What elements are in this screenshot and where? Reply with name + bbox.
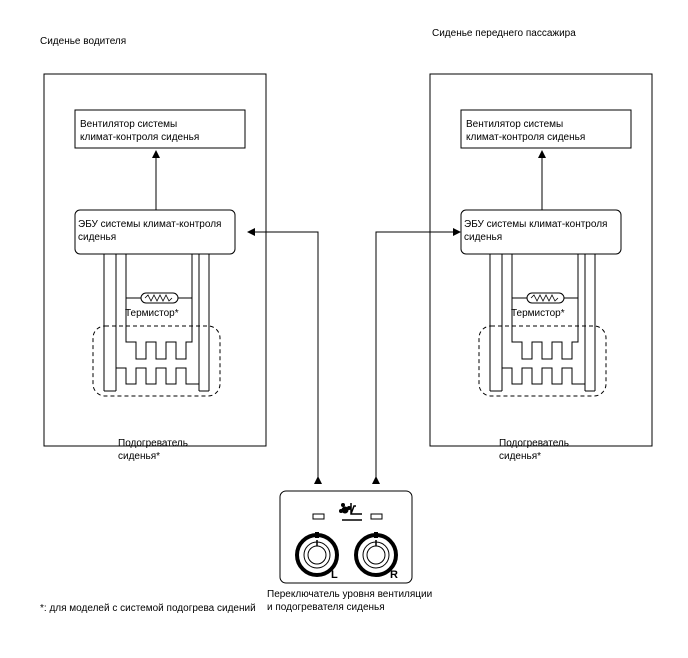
driver-heater-label: Подогреватель сиденья* — [118, 438, 188, 462]
switch-caption: Переключатель уровня вентиляции и подогр… — [267, 589, 433, 613]
driver-seat-title: Сиденье водителя — [40, 36, 127, 47]
passenger-thermistor-label: Термистор* — [511, 308, 565, 319]
driver-fan-label: Вентилятор системы климат-контроля сиден… — [80, 119, 200, 143]
right-indicator-lamp — [370, 513, 383, 520]
footnote: *: для моделей с системой подогрева сиде… — [40, 603, 256, 614]
ventilation-heater-switch: L R — [279, 490, 413, 584]
driver-ecu-connection — [247, 228, 322, 484]
driver-ecu-label: ЭБУ системы климат-контроля сиденья — [78, 219, 222, 243]
left-knob[interactable] — [295, 532, 339, 577]
passenger-heater-label: Подогреватель сиденья* — [499, 438, 569, 462]
passenger-fan-label: Вентилятор системы климат-контроля сиден… — [466, 119, 586, 143]
left-indicator-lamp — [312, 513, 325, 520]
passenger-ecu-label: ЭБУ системы климат-контроля сиденья — [464, 219, 608, 243]
seat-ventilation-icon — [339, 503, 362, 521]
passenger-seat-title: Сиденье переднего пассажира — [432, 28, 576, 39]
right-knob[interactable] — [354, 532, 398, 577]
passenger-ecu-connection — [372, 228, 461, 484]
left-knob-label: L — [331, 569, 338, 581]
driver-thermistor-label: Термистор* — [125, 308, 179, 319]
right-knob-label: R — [390, 569, 398, 581]
